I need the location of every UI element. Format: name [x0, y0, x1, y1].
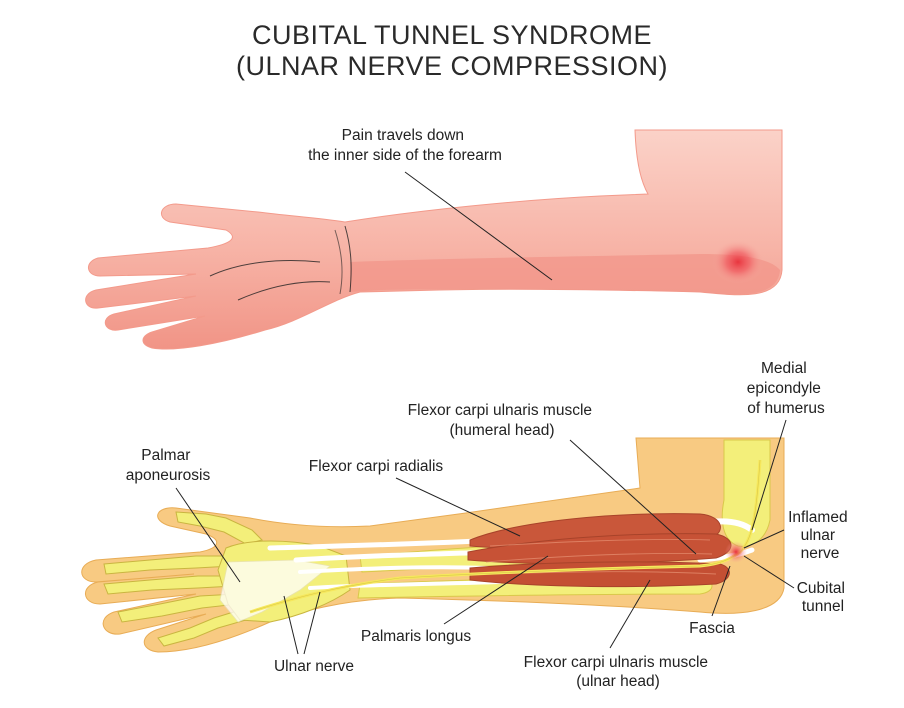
leader-cubital-tunnel: [743, 555, 795, 589]
title-line-2: (ULNAR NERVE COMPRESSION): [235, 51, 669, 81]
label-ulnar-nerve: Ulnar nerve: [274, 658, 354, 675]
label-inflamed-ulnar-nerve: Inflamed ulnar nerve: [788, 509, 852, 562]
leader-palmaris-longus: [443, 555, 549, 625]
wrist-crease-2: [334, 229, 343, 295]
leader-fcu-ulnar: [609, 579, 651, 649]
wrist-crease: [344, 225, 352, 293]
humerus-bone: [721, 439, 771, 547]
leader-fascia: [711, 565, 731, 617]
palm-crease-2: [237, 281, 331, 301]
label-palmaris-longus: Palmaris longus: [361, 628, 472, 645]
label-flexor-carpi-radialis: Flexor carpi radialis: [309, 458, 444, 475]
inflamed-nerve-spot: [725, 541, 747, 563]
leader-medial-epicondyle: [751, 419, 787, 531]
top-arm-underside: [350, 254, 780, 295]
pain-label: Pain travels down the inner side of the …: [308, 127, 502, 164]
leader-flexor-carpi-radialis: [395, 477, 521, 537]
leader-fcu-humeral: [569, 439, 697, 555]
leader-palmar-aponeurosis: [175, 487, 241, 583]
leader-ulnar-nerve-1: [283, 595, 299, 655]
elbow-pain-spot: [712, 240, 764, 284]
top-arm: [85, 129, 783, 350]
label-cubital-tunnel: Cubital tunnel: [797, 580, 850, 615]
title-line-1: CUBITAL TUNNEL SYNDROME: [251, 20, 653, 50]
label-fcu-humeral: Flexor carpi ulnaris muscle (humeral hea…: [408, 402, 597, 439]
pain-leader-line: [404, 171, 553, 281]
bottom-arm: [81, 437, 785, 653]
label-fascia: Fascia: [689, 620, 735, 637]
leader-inflamed-ulnar-nerve: [743, 529, 785, 549]
label-palmar-aponeurosis: Palmar aponeurosis: [126, 447, 211, 484]
leader-ulnar-nerve-2: [303, 591, 321, 655]
palm-crease: [209, 260, 321, 277]
label-medial-epicondyle: Medial epicondyle of humerus: [747, 360, 825, 417]
label-fcu-ulnar: Flexor carpi ulnaris muscle (ulnar head): [524, 654, 713, 690]
